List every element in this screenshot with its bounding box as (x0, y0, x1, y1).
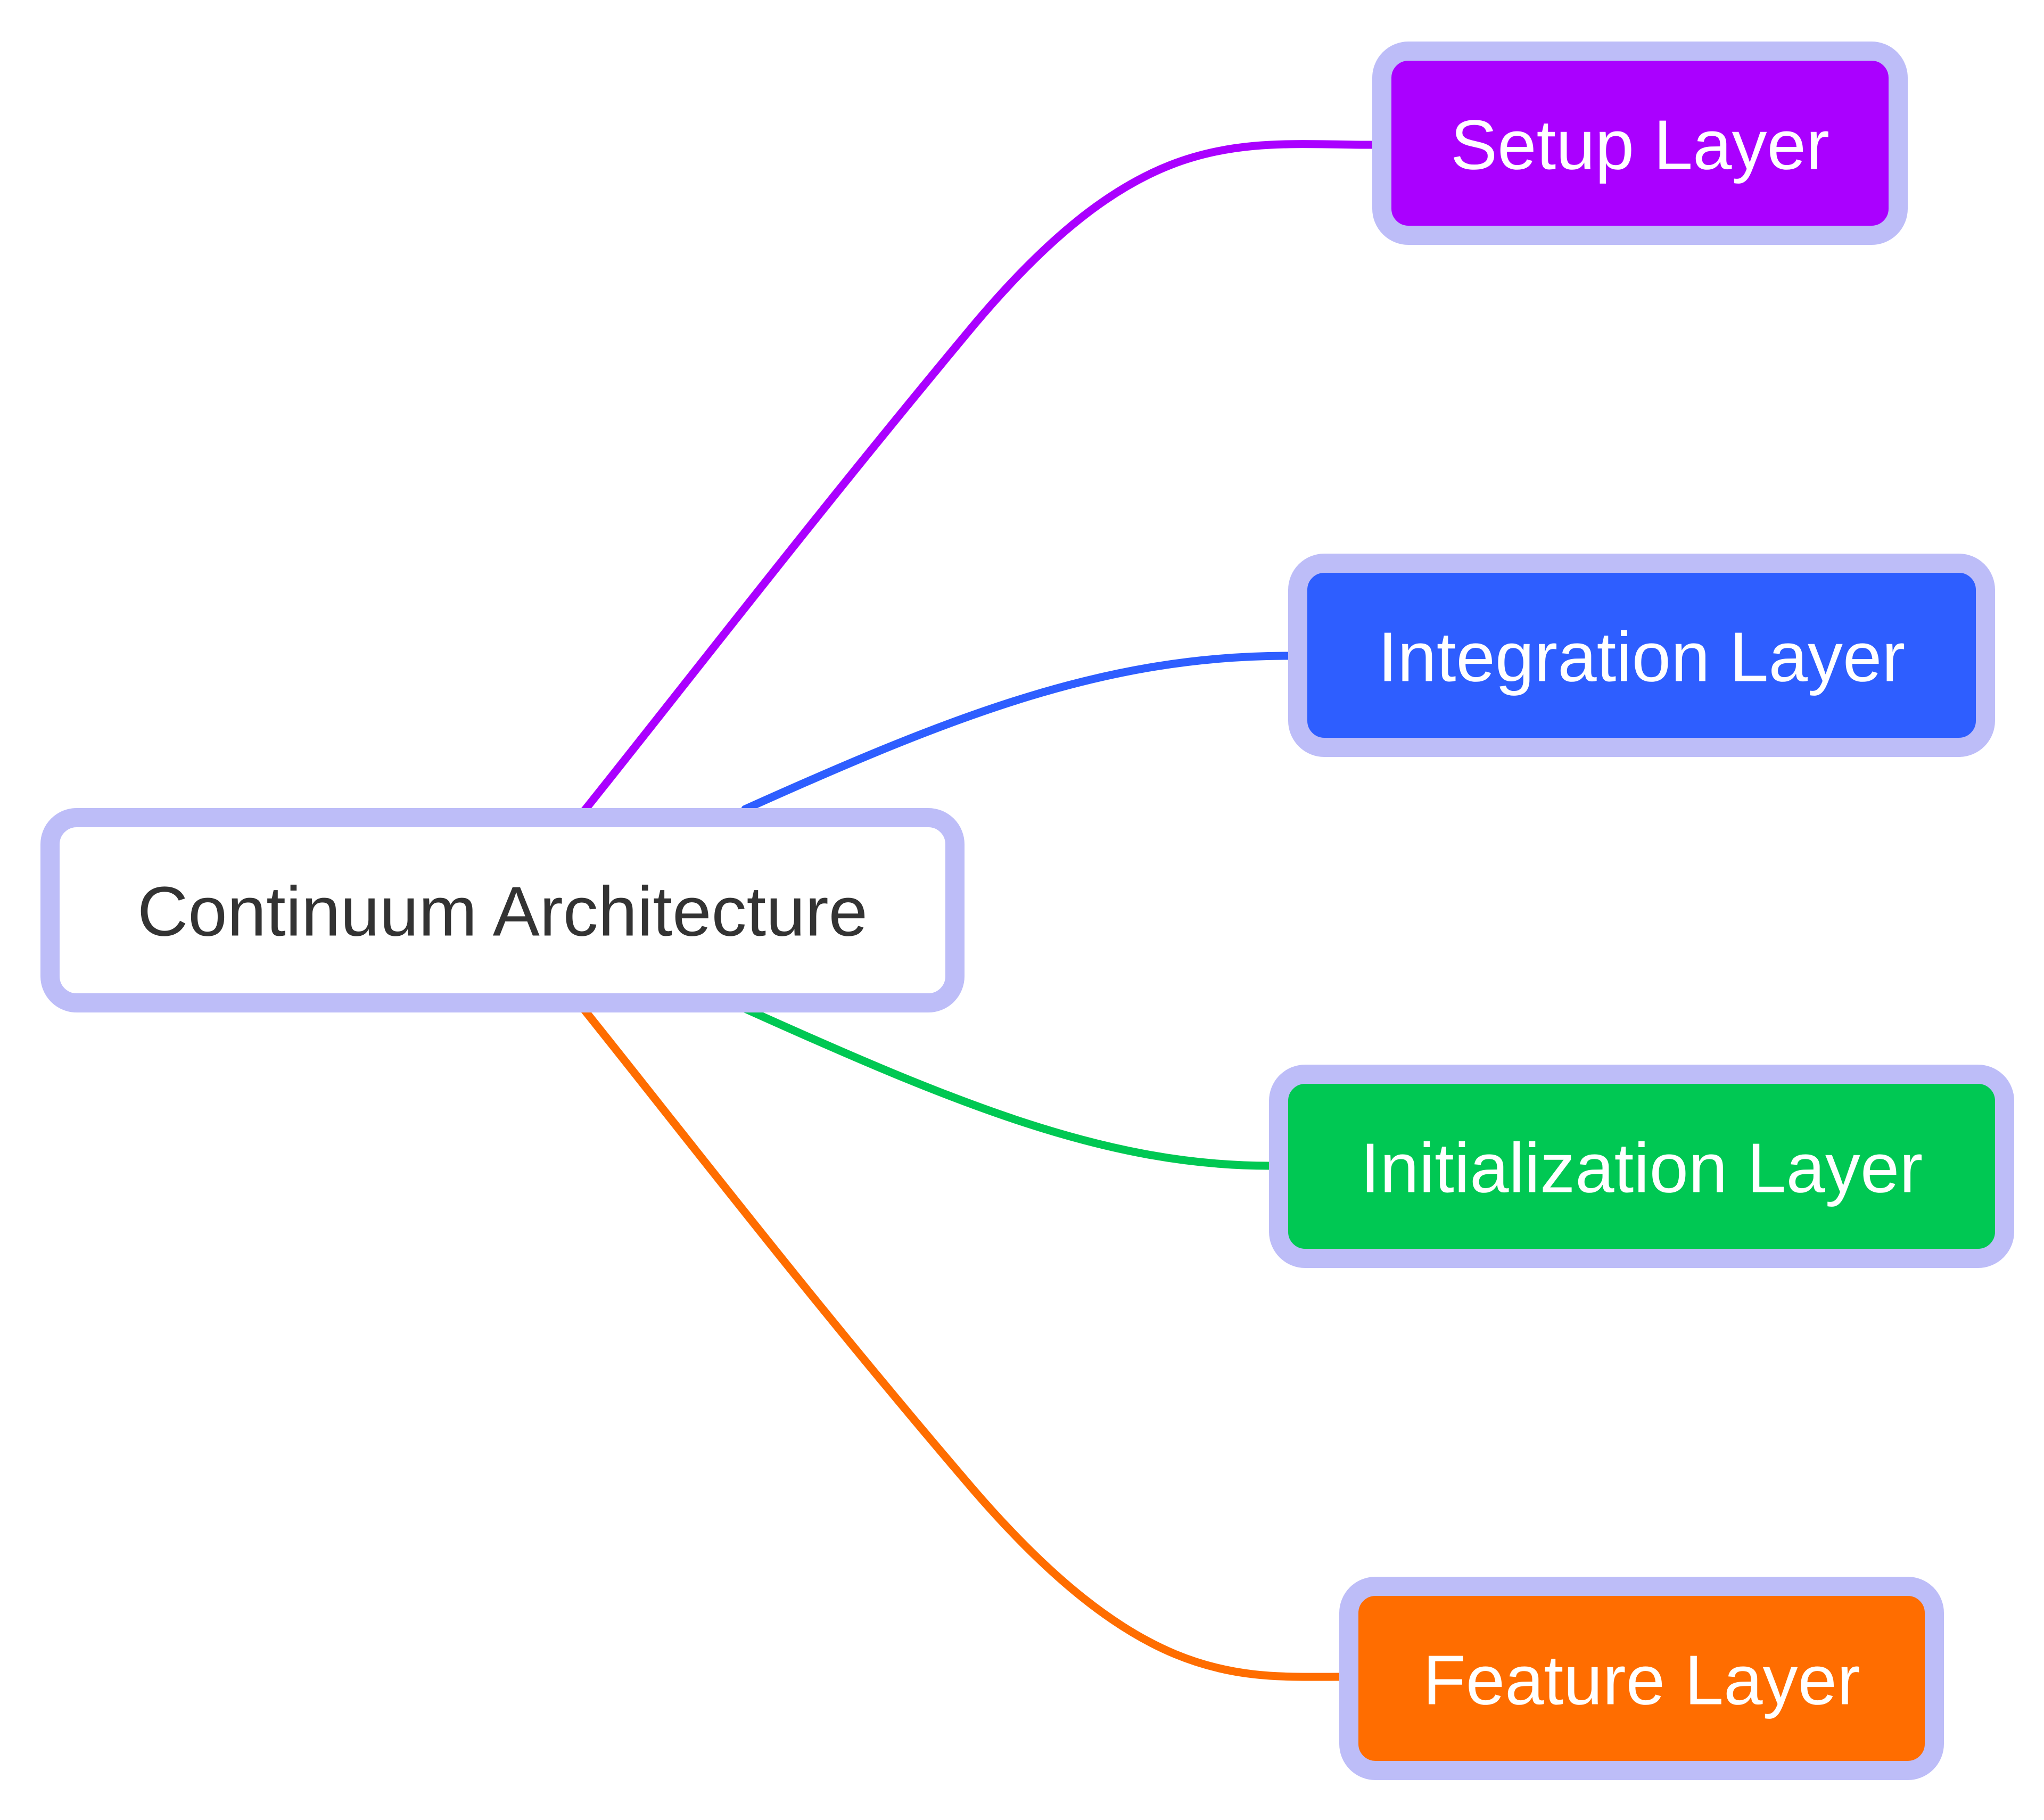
node-setup-box (1372, 42, 1908, 245)
node-feature[interactable]: Feature Layer (1339, 1577, 1944, 1780)
node-feature-label: Feature Layer (1423, 1641, 1860, 1719)
edge-setup (579, 140, 1378, 816)
node-root[interactable]: Continuum Architecture (40, 808, 965, 1012)
edges (579, 140, 1378, 1681)
node-setup-label: Setup Layer (1450, 106, 1829, 184)
edge-initialization (741, 1004, 1274, 1170)
edge-integration (741, 652, 1292, 813)
node-root-label: Continuum Architecture (137, 872, 868, 951)
node-integration[interactable]: Integration Layer (1288, 554, 1995, 757)
node-integration-label: Integration Layer (1378, 618, 1906, 696)
node-feature-box (1339, 1577, 1944, 1780)
node-initialization-label: Initialization Layer (1361, 1129, 1923, 1207)
node-initialization-box (1269, 1065, 2014, 1268)
node-initialization[interactable]: Initialization Layer (1269, 1065, 2014, 1268)
node-setup[interactable]: Setup Layer (1372, 42, 1908, 245)
node-integration-box (1288, 554, 1995, 757)
node-root-box (40, 808, 965, 1012)
edge-feature (579, 1004, 1346, 1681)
